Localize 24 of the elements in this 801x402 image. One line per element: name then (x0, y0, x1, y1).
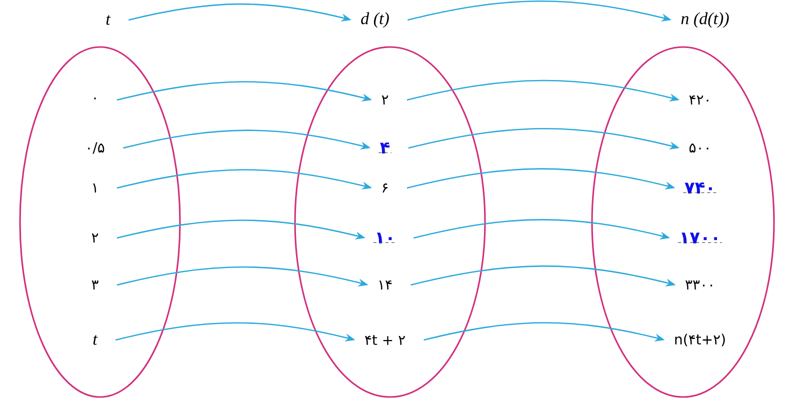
value-label: ۱۴ (379, 280, 392, 290)
value-label: ۶ (382, 184, 388, 192)
ellipse (294, 46, 486, 398)
math-label: n (d(t)) (681, 12, 729, 28)
value-label: ۴۲۰ (689, 96, 708, 104)
handwritten-answer: ۱۷۰۰ (678, 232, 722, 244)
math-label: d (t) (361, 12, 389, 28)
math-label: t (93, 335, 98, 345)
ellipse (19, 46, 181, 398)
value-label: ۲ (382, 96, 388, 104)
value-label: ۲ (92, 234, 98, 242)
value-label: ۴t + ۲ (365, 335, 405, 345)
handwritten-answer: ۱۰ (373, 232, 397, 244)
ellipse (591, 46, 775, 398)
value-label: ۰/۵ (88, 142, 104, 154)
handwritten-answer: ۷۴۰ (682, 182, 718, 194)
value-label: ۱ (93, 184, 96, 192)
value-label: ۳۳۰۰ (685, 280, 712, 290)
value-label: n(۴t+۲) (675, 334, 725, 346)
value-label: ۰ (94, 98, 96, 100)
value-label: ۳ (92, 280, 98, 290)
value-label: ۵۰۰ (689, 143, 708, 153)
math-label: t (106, 15, 111, 25)
handwritten-answer: ۴ (378, 142, 392, 154)
